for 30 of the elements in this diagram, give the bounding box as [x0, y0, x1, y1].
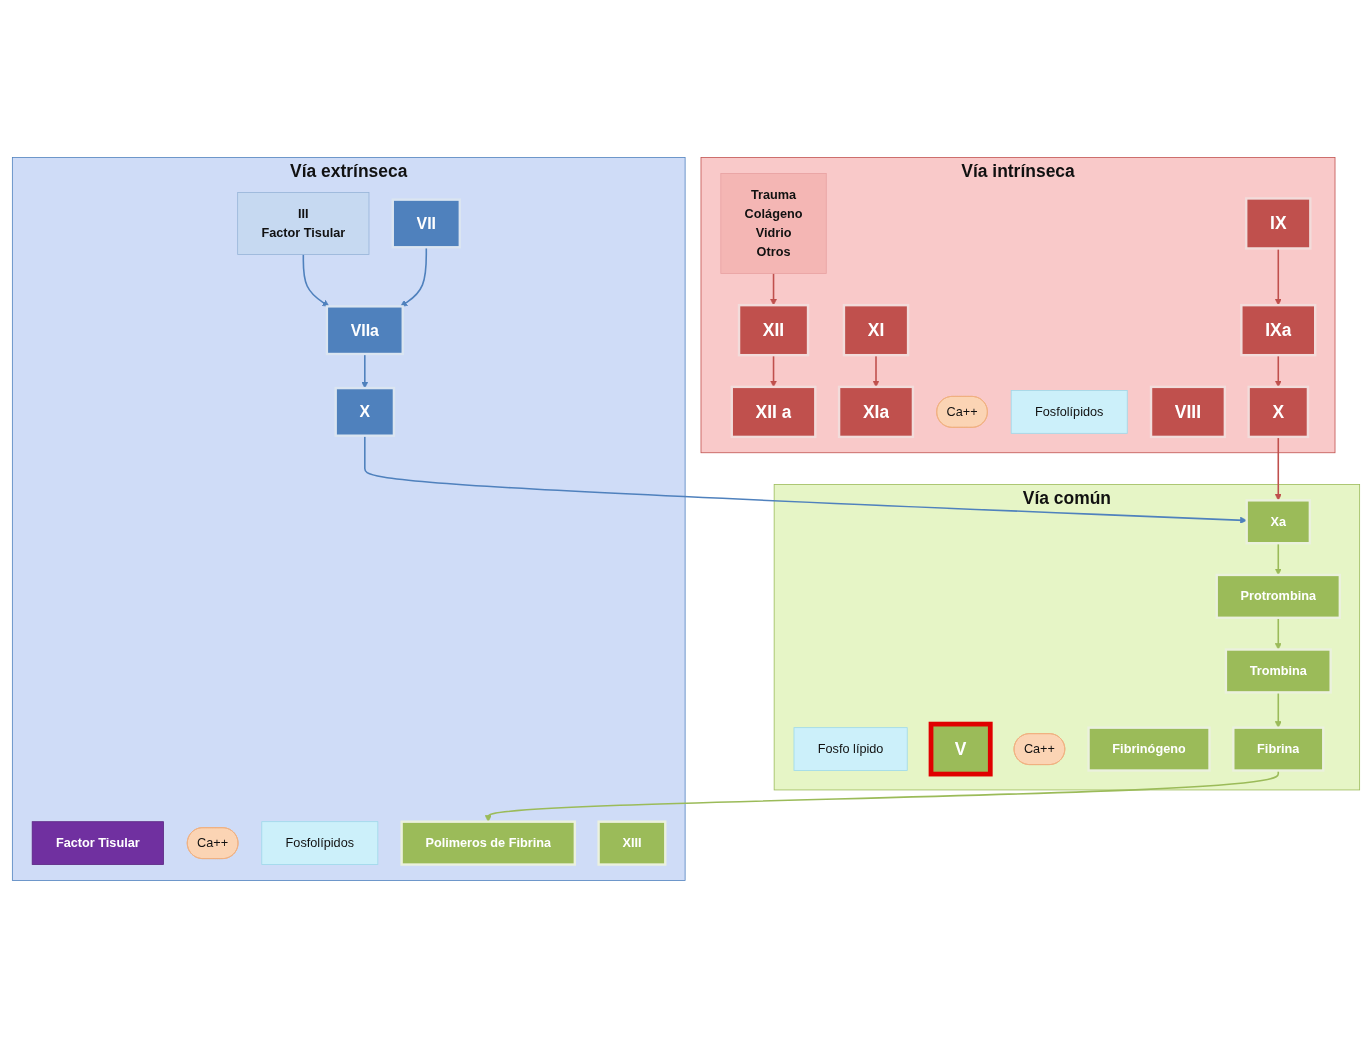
arrow — [302, 253, 330, 307]
node-box: Fibrina — [1232, 726, 1325, 772]
node-box: VIII — [1149, 385, 1227, 439]
node-box: VII — [391, 198, 461, 249]
node-box: Fibrinógeno — [1087, 726, 1211, 772]
node-box: Protrombina — [1215, 573, 1341, 619]
arrow — [361, 353, 369, 389]
node-box: Trauma Colágeno Vidrio Otros — [720, 173, 827, 274]
node-box: Xa — [1245, 499, 1312, 545]
arrow — [1274, 617, 1282, 650]
node-box: Fosfo lípido — [793, 727, 908, 771]
arrow — [770, 272, 778, 306]
node-box: IXa — [1240, 304, 1317, 357]
node-box: X — [334, 386, 396, 437]
arrow — [1274, 436, 1282, 501]
node-box: X — [1247, 385, 1310, 439]
node-box: Fosfolípidos — [1010, 390, 1128, 434]
node-box: IX — [1245, 197, 1312, 250]
node-box: XII — [737, 304, 810, 357]
node-box: XIII — [597, 820, 667, 866]
node-box: XI — [842, 304, 910, 357]
node-box: Polimeros de Fibrina — [400, 820, 576, 866]
node-box: VIIa — [325, 305, 404, 356]
node-box: XIa — [837, 385, 915, 439]
node-box: III Factor Tisular — [237, 192, 370, 255]
node-box: XII a — [730, 385, 817, 439]
node-box: V — [928, 721, 993, 777]
node-box: Fosfolípidos — [261, 821, 379, 865]
node-box: Factor Tisular — [31, 821, 164, 865]
node-box: Trombina — [1224, 648, 1332, 694]
